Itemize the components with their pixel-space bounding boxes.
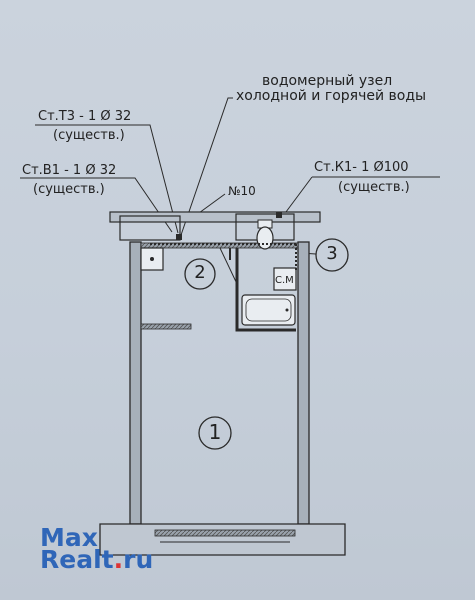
riser-t3-icon xyxy=(176,234,182,240)
bathroom-wall xyxy=(235,248,296,332)
shaft-left xyxy=(119,215,181,241)
watermark-logo: Max Realt.ru xyxy=(40,523,154,574)
room-number-label: №10 xyxy=(228,184,256,198)
window-sill xyxy=(154,529,296,537)
meter-label-line2: холодной и горячей воды xyxy=(236,88,427,104)
top-wall xyxy=(109,211,321,223)
watermark-part1: Max xyxy=(40,523,98,552)
room-1-number: 1 xyxy=(208,420,222,444)
toilet-icon xyxy=(256,226,274,250)
riser-k1-label: Ст.К1- 1 Ø100 xyxy=(314,160,409,175)
wall-left xyxy=(129,241,142,525)
wall-right xyxy=(297,241,310,525)
room-2-circle xyxy=(184,258,216,290)
room-3-circle xyxy=(315,238,349,272)
riser-b1-note: (существ.) xyxy=(33,182,105,197)
room-2-number: 2 xyxy=(194,262,206,283)
partition-left xyxy=(140,323,192,330)
room-1-circle xyxy=(198,416,232,450)
meter-label-line1: водомерный узел xyxy=(262,73,393,89)
riser-t3-note: (существ.) xyxy=(53,128,125,143)
watermark-part2: Realt.ru xyxy=(40,545,154,574)
washing-machine-label: С.М xyxy=(275,275,294,286)
bathtub-icon xyxy=(241,294,296,326)
door-swing xyxy=(219,247,239,287)
room-3-number: 3 xyxy=(326,243,338,264)
leader-meter xyxy=(179,97,233,239)
leader-t3 xyxy=(35,124,179,234)
washing-machine-icon xyxy=(273,267,297,291)
riser-b1-label: Ст.В1 - 1 Ø 32 xyxy=(22,163,117,178)
riser-k1-note: (существ.) xyxy=(338,180,410,195)
riser-k1-icon xyxy=(276,212,282,218)
riser-t3-label: Ст.Т3 - 1 Ø 32 xyxy=(38,109,132,124)
